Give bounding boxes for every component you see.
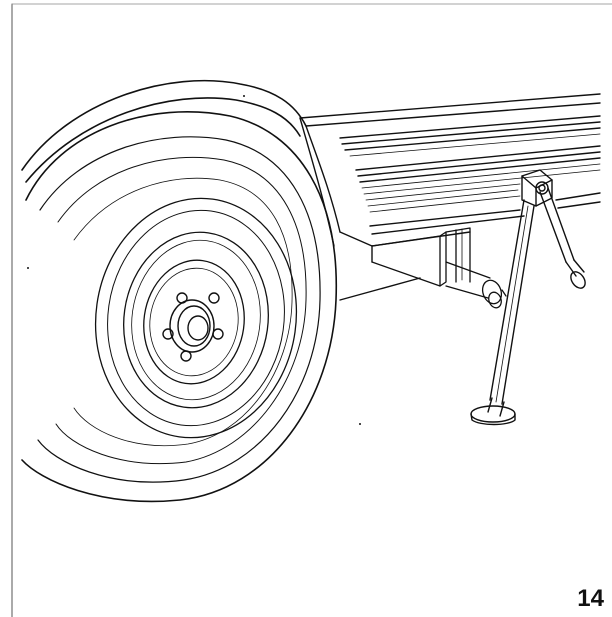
axle-bracket <box>371 227 507 309</box>
wheel-hub <box>162 292 224 362</box>
trailer-side-rail <box>299 93 601 301</box>
tyre <box>21 111 338 503</box>
page-number: 14 <box>577 585 604 612</box>
wheel-rim <box>94 197 298 439</box>
wheel-fender <box>21 79 307 183</box>
stand-jack <box>470 169 586 426</box>
